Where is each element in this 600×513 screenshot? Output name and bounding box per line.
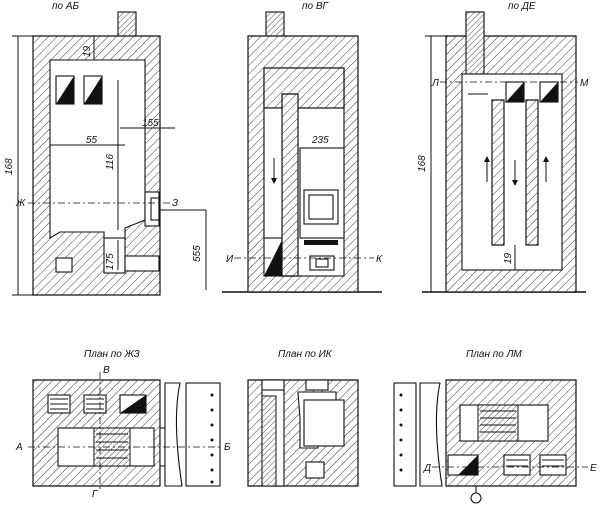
plan-mark-b: Б: [224, 442, 231, 453]
door: [150, 197, 160, 221]
section-mark-i: И: [226, 254, 234, 265]
view-title-de: по ДЕ: [508, 1, 536, 12]
section-view-ab: по АБ 168 19 155 55 116 175: [4, 1, 207, 296]
plan-title-ik: План по ИК: [278, 349, 333, 360]
chimney-pipe: [117, 11, 137, 38]
grate: [304, 240, 338, 245]
plan-zhz: План по ЖЗ В Г А Б: [15, 349, 231, 500]
ash-door: [124, 255, 160, 272]
section-mark-zh: Ж: [15, 198, 26, 209]
section-mark-k: К: [376, 254, 383, 265]
plan-ik: План по ИК: [247, 349, 359, 487]
plan-title-lm: План по ЛМ: [466, 349, 522, 360]
plan-lm: План по ЛМ Д Е: [393, 349, 597, 504]
dim-175: 175: [105, 253, 116, 270]
dim-168-ab: 168: [4, 158, 15, 175]
view-title-vg: по ВГ: [302, 1, 330, 12]
dim-116: 116: [105, 154, 116, 170]
plan-mark-e: Е: [590, 463, 597, 474]
section-view-de: по ДЕ 168 19 Л М: [417, 1, 589, 293]
dim-235: 235: [311, 135, 329, 146]
section-view-vg: по ВГ 235 И К: [222, 1, 383, 293]
channel-cavity-de: [461, 73, 563, 271]
dim-155: 155: [142, 118, 159, 129]
plan-mark-a: А: [15, 442, 23, 453]
chimney-pipe-vg: [265, 11, 285, 38]
dim-168-de: 168: [417, 155, 428, 172]
section-mark-l: Л: [431, 78, 439, 89]
cleanout: [55, 257, 73, 273]
plan-mark-d: Д: [423, 463, 431, 474]
plan-mark-v: В: [103, 365, 110, 376]
dim-19-ab: 19: [82, 45, 93, 57]
dim-555: 555: [192, 245, 203, 262]
section-mark-z: З: [172, 198, 178, 209]
section-mark-m: М: [580, 78, 589, 89]
plan-mark-g: Г: [92, 489, 99, 500]
plan-title-zhz: План по ЖЗ: [84, 349, 140, 360]
dim-19-de: 19: [503, 252, 514, 264]
top-mass-vg: [263, 67, 345, 109]
dim-55: 55: [86, 135, 98, 146]
damper-knob: [470, 492, 482, 504]
view-title-ab: по АБ: [52, 1, 80, 12]
downflow-channel: [263, 107, 283, 239]
cooking-door: [308, 194, 334, 220]
